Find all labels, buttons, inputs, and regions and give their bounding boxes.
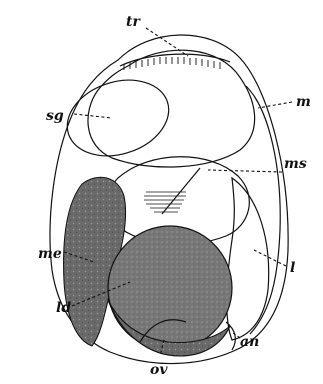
leader-ms [208,170,282,172]
ms-striations [144,192,186,212]
label-m: m [296,94,311,110]
leader-tr [146,28,188,56]
label-l: l [290,260,295,276]
label-ms: ms [284,156,307,172]
label-ld: ld [56,300,71,316]
leader-l [254,250,286,266]
label-ov: ov [150,362,168,378]
leader-m [258,102,292,108]
side-band [246,86,280,334]
label-an: an [240,334,259,350]
label-sg: sg [46,108,64,124]
label-tr: tr [126,14,141,30]
leader-sg [74,114,112,118]
mantle-outline [88,50,255,167]
gland-sg [57,68,178,169]
label-me: me [38,246,62,262]
